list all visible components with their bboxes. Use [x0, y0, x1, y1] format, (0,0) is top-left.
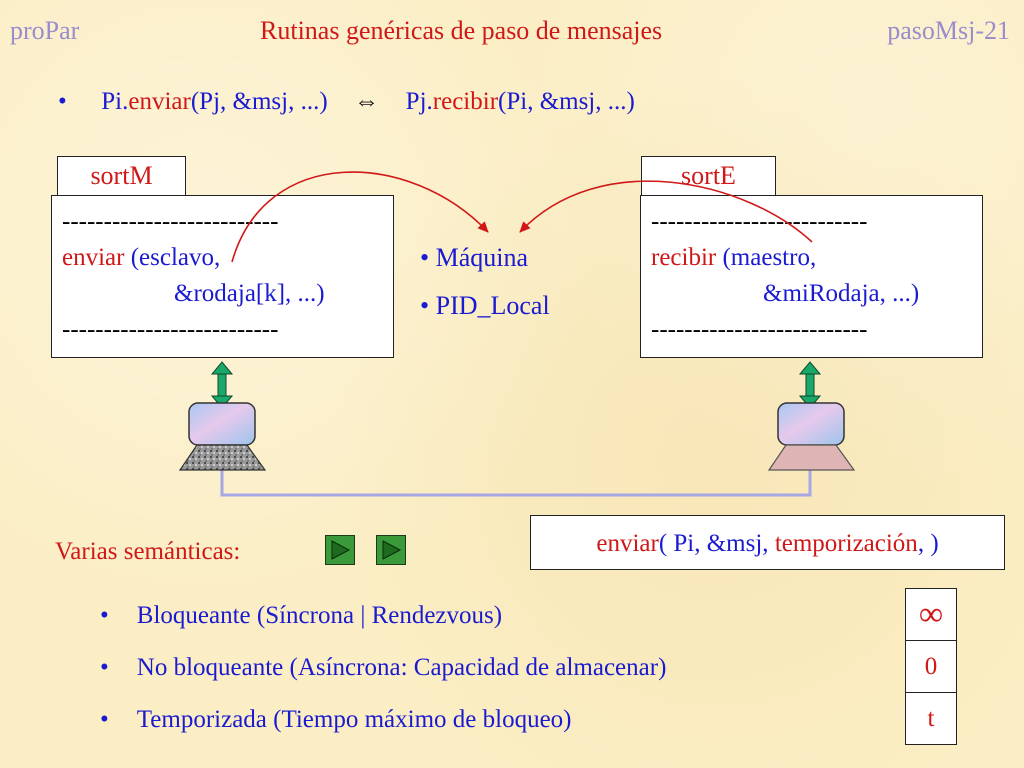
equivalence-arrow-icon: ⇔ — [354, 88, 380, 115]
bullet: • — [58, 88, 67, 115]
network-line — [220, 470, 812, 497]
semantics-list: •Bloqueante (Síncrona | Rendezvous) •No … — [100, 590, 666, 746]
left-connector-arrow — [210, 361, 234, 409]
equivalence-line: • Pi.enviar(Pj, &msj, ...) ⇔ Pj.recibir(… — [58, 88, 635, 116]
list-item: •No bloqueante (Asíncrona: Capacidad de … — [100, 654, 667, 681]
callout-args: ( Pi, &msj, — [658, 530, 775, 557]
code-call: enviar (esclavo, — [62, 240, 383, 276]
code-separator: -------------------------- — [651, 208, 868, 235]
play-button[interactable] — [325, 535, 355, 565]
list-item: • Máquina — [420, 243, 529, 272]
code-separator: -------------------------- — [651, 316, 868, 343]
code-call: recibir (maestro, — [651, 240, 972, 276]
receive-arrow — [519, 180, 813, 243]
list-item: • PID_Local — [420, 291, 550, 320]
option-t: t — [927, 705, 935, 732]
left-args: (Pj, &msj, ...) — [190, 88, 328, 115]
send-fn: enviar — [62, 244, 125, 271]
code-separator: -------------------------- — [62, 208, 279, 235]
right-fn: recibir — [432, 88, 499, 115]
timeout-options: ∞ 0 t — [905, 588, 957, 745]
left-fn: enviar — [128, 88, 191, 115]
course-label: proPar — [10, 16, 80, 45]
send-args: (esclavo, — [124, 244, 221, 271]
target-list: • Máquina • PID_Local — [420, 234, 550, 330]
semantics-title: Varias semánticas: — [55, 538, 241, 565]
right-args: (Pi, &msj, ...) — [498, 88, 635, 115]
right-connector-arrow — [798, 361, 822, 409]
callout-timeout: temporización — [774, 530, 918, 557]
timed-send-callout: enviar( Pi, &msj, temporización, ) — [530, 515, 1005, 570]
play-icon — [382, 540, 402, 560]
callout-close: , ) — [917, 530, 939, 557]
receive-fn: recibir — [651, 244, 717, 271]
sortM-tab: sortM — [57, 156, 186, 197]
option-infinite: ∞ — [906, 589, 956, 641]
callout-fn: enviar — [596, 530, 659, 557]
right-computer-icon — [767, 402, 856, 471]
sortE-tab: sortE — [641, 156, 776, 197]
slide-title: Rutinas genéricas de paso de mensajes — [260, 16, 663, 45]
sortE-code-box: -------------------------- recibir (maes… — [640, 195, 983, 358]
play-button[interactable] — [376, 535, 406, 565]
send-args-cont: &rodaja[k], ...) — [174, 280, 325, 307]
left-prefix: Pi. — [101, 88, 129, 115]
receive-args: (maestro, — [716, 244, 817, 271]
list-item: •Bloqueante (Síncrona | Rendezvous) — [100, 602, 503, 629]
list-item: •Temporizada (Tiempo máximo de bloqueo) — [100, 706, 572, 733]
right-prefix: Pj. — [405, 88, 433, 115]
send-arrow — [231, 171, 489, 263]
play-icon — [331, 540, 351, 560]
sortM-code-box: -------------------------- enviar (escla… — [51, 195, 394, 358]
option-zero: 0 — [906, 641, 956, 693]
slide-number: pasoMsj-21 — [887, 16, 1010, 45]
left-computer-icon — [178, 402, 267, 471]
receive-args-cont: &miRodaja, ...) — [763, 280, 920, 307]
code-separator: -------------------------- — [62, 316, 279, 343]
